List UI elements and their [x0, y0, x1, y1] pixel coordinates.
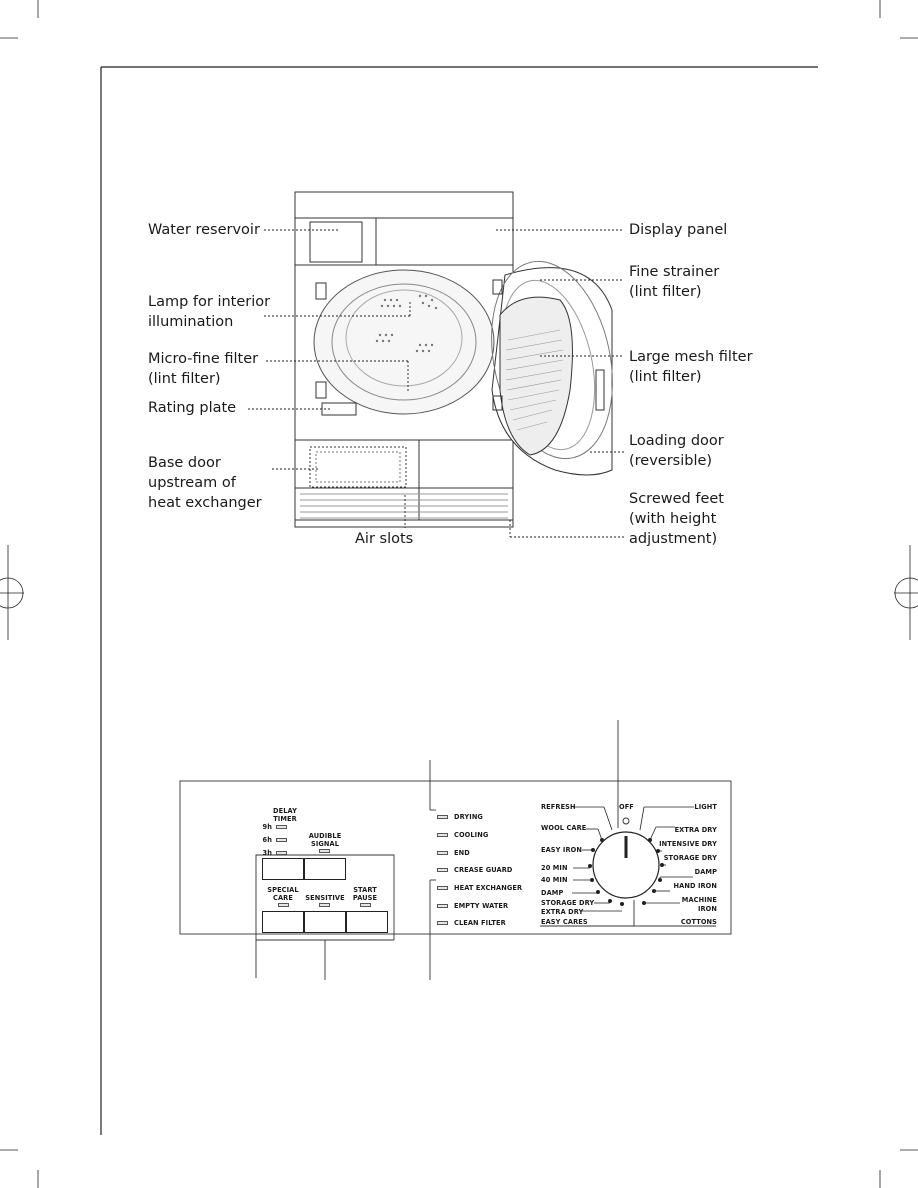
label-screwed-feet-line2: (with height [629, 511, 717, 527]
dial-wool-care: WOOL CARE [541, 824, 587, 832]
dial-extra-dry-right: EXTRA DRY [674, 826, 717, 834]
clean-filter-led [437, 921, 448, 925]
label-loading-door-line1: Loading door [629, 433, 724, 449]
delay-timer-button[interactable] [262, 858, 304, 880]
label-base-door-line3: heat exchanger [148, 495, 262, 511]
delay-6h-led [276, 838, 287, 842]
label-screwed-feet-line3: adjustment) [629, 531, 718, 547]
empty-water-led [437, 904, 448, 908]
dial-easy-iron: EASY IRON [541, 846, 582, 854]
delay-9h-label: 9h [262, 823, 272, 831]
label-screwed-feet-line1: Screwed feet [629, 491, 724, 507]
label-mesh-filter-line1: Large mesh filter [629, 349, 753, 365]
indicator-cooling: COOLING [454, 831, 489, 839]
dial-damp-right: DAMP [694, 868, 717, 876]
dial-damp-left: DAMP [541, 889, 564, 897]
dial-refresh: REFRESH [541, 803, 576, 811]
dial-40-min: 40 MIN [541, 876, 568, 884]
dial-easy-cares: EASY CARES [541, 918, 588, 926]
delay-timer-label-line2: TIMER [273, 815, 297, 823]
label-mesh-filter-line2: (lint filter) [629, 369, 702, 385]
indicator-end: END [454, 849, 470, 857]
label-micro-filter-line1: Micro-fine filter [148, 351, 259, 367]
special-care-led [278, 903, 289, 907]
label-base-door-line2: upstream of [148, 475, 236, 491]
delay-3h-led [276, 851, 287, 855]
end-led [437, 851, 448, 855]
dial-cottons: COTTONS [680, 918, 717, 926]
label-rating-plate: Rating plate [148, 400, 237, 416]
dial-storage-dry-right: STORAGE DRY [663, 854, 717, 862]
start-pause-button[interactable] [346, 911, 388, 933]
label-lamp-line2: illumination [148, 314, 234, 330]
indicator-heat-exchanger: HEAT EXCHANGER [454, 884, 523, 892]
label-base-door-line1: Base door [148, 455, 221, 471]
heat-exchanger-led [437, 886, 448, 890]
drying-led [437, 815, 448, 819]
cooling-led [437, 833, 448, 837]
delay-9h-led [276, 825, 287, 829]
label-lamp-line1: Lamp for interior [148, 294, 271, 310]
indicator-crease-guard: CREASE GUARD [454, 866, 513, 874]
indicator-empty-water: EMPTY WATER [454, 902, 509, 910]
label-micro-filter-line2: (lint filter) [148, 371, 221, 387]
start-pause-led [360, 903, 371, 907]
sensitive-led [319, 903, 330, 907]
sensitive-label: SENSITIVE [305, 894, 345, 902]
audible-signal-label-line1: AUDIBLE [308, 832, 342, 840]
crease-guard-led [437, 868, 448, 872]
dial-extra-dry-left: EXTRA DRY [541, 908, 584, 916]
dial-storage-dry-left: STORAGE DRY [541, 899, 595, 907]
audible-signal-label-line2: SIGNAL [310, 840, 340, 848]
label-loading-door-line2: (reversible) [629, 453, 713, 469]
special-care-button[interactable] [262, 911, 304, 933]
audible-signal-button[interactable] [304, 858, 346, 880]
label-fine-strainer-line2: (lint filter) [629, 284, 702, 300]
label-fine-strainer-line1: Fine strainer [629, 264, 720, 280]
delay-6h-label: 6h [262, 836, 272, 844]
dial-intensive-dry: INTENSIVE DRY [659, 840, 717, 848]
dial-machine-iron-line2: IRON [697, 905, 717, 913]
delay-3h-label: 3h [262, 849, 272, 857]
start-pause-label-line2: PAUSE [352, 894, 378, 902]
audible-signal-led [319, 849, 330, 853]
special-care-label-line2: CARE [273, 894, 293, 902]
label-water-reservoir: Water reservoir [148, 222, 260, 238]
start-pause-label-line1: START [353, 886, 377, 894]
special-care-label-line1: SPECIAL [267, 886, 299, 894]
dial-machine-iron-line1: MACHINE [681, 896, 717, 904]
label-display-panel: Display panel [629, 222, 728, 238]
label-air-slots: Air slots [355, 531, 414, 547]
indicator-drying: DRYING [454, 813, 483, 821]
sensitive-button[interactable] [304, 911, 346, 933]
indicator-clean-filter: CLEAN FILTER [454, 919, 506, 927]
dial-hand-iron: HAND IRON [673, 882, 717, 890]
dial-off-label: OFF [619, 803, 634, 811]
dial-20-min: 20 MIN [541, 864, 568, 872]
dial-light: LIGHT [694, 803, 717, 811]
delay-timer-label-line1: DELAY [273, 807, 297, 815]
